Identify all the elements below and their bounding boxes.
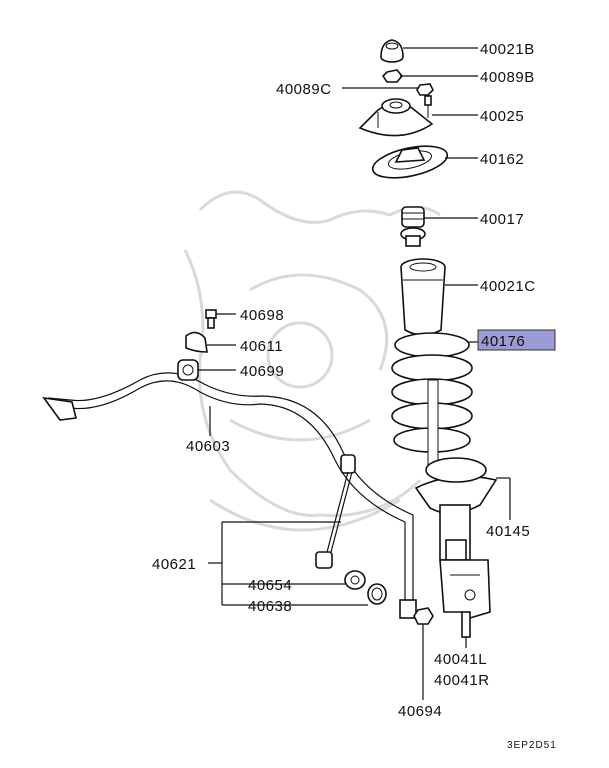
knuckle-nut[interactable] [413,607,434,625]
coil-spring[interactable] [391,332,473,466]
leader-lines [198,47,511,700]
label-40089C[interactable]: 40089C [276,81,332,98]
label-40041R[interactable]: 40041R [434,672,490,689]
top-nut[interactable] [381,69,404,83]
label-40699[interactable]: 40699 [240,363,284,380]
label-40041L[interactable]: 40041L [434,651,487,668]
label-40694[interactable]: 40694 [398,703,442,720]
label-40017[interactable]: 40017 [480,211,524,228]
spring-seat-upper[interactable] [370,140,450,183]
label-40638[interactable]: 40638 [248,598,292,615]
bump-stopper[interactable] [400,206,426,247]
label-40603[interactable]: 40603 [186,438,230,455]
bracket-bolt[interactable] [205,309,217,329]
label-40145[interactable]: 40145 [486,523,530,540]
dust-boot[interactable] [400,258,446,336]
label-40021B[interactable]: 40021B [480,41,535,58]
mount-nut[interactable] [416,83,434,96]
strut-mount[interactable] [358,95,434,137]
label-40089B[interactable]: 40089B [480,69,535,86]
label-40698[interactable]: 40698 [240,307,284,324]
stabilizer-bushing[interactable] [177,359,199,381]
diagram-code: 3EP2D51 [507,740,557,751]
highlight-box-40176 [477,329,556,351]
label-40162[interactable]: 40162 [480,151,524,168]
link-ring[interactable] [367,583,387,605]
label-40621[interactable]: 40621 [152,556,196,573]
link-bushing[interactable] [344,570,366,590]
stabilizer-bracket[interactable] [185,331,208,353]
label-40611[interactable]: 40611 [240,338,283,355]
label-40021C[interactable]: 40021C [480,278,536,295]
label-40176[interactable]: 40176 [481,333,525,350]
strut-assembly[interactable] [414,457,498,638]
label-40654[interactable]: 40654 [248,577,292,594]
strut-cap[interactable] [380,39,404,63]
stabilizer-link[interactable] [315,454,356,569]
label-40025[interactable]: 40025 [480,108,524,125]
